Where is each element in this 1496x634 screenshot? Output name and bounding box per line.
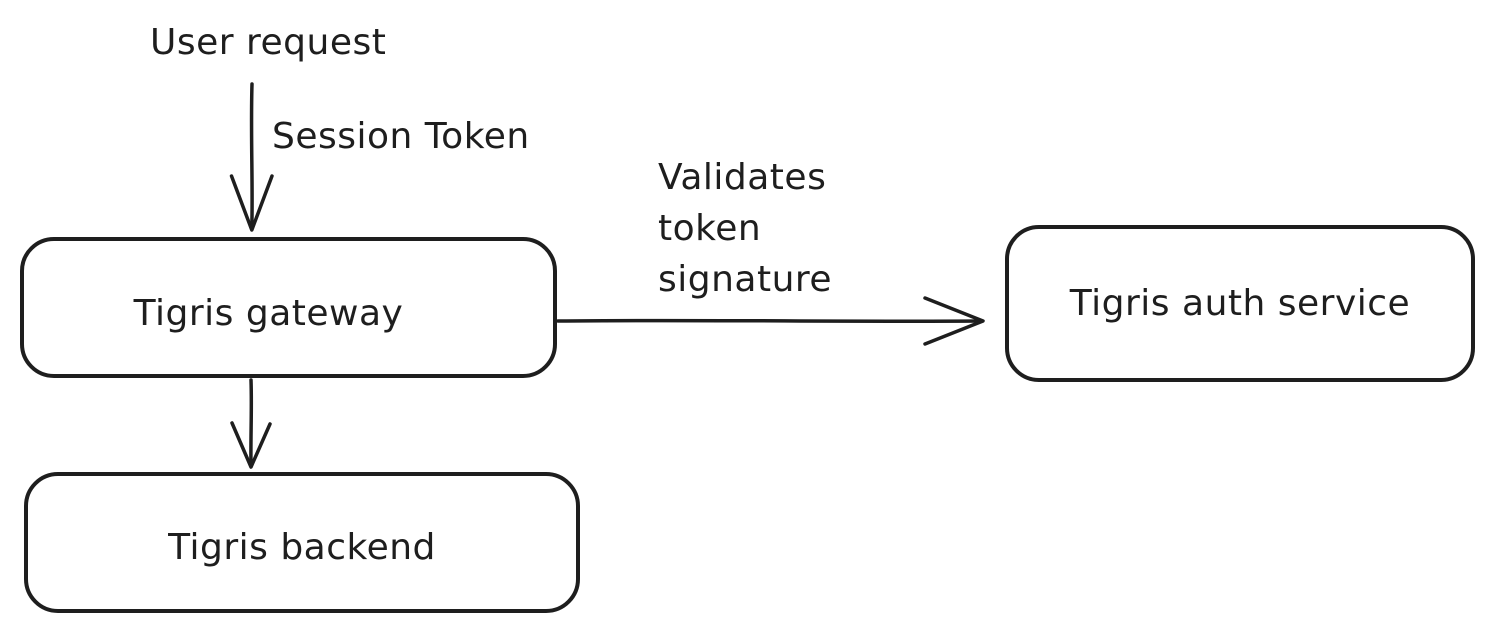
node-tigris-auth-service: Tigris auth service — [1005, 225, 1475, 382]
arrow-gateway-to-backend-icon — [230, 378, 272, 469]
user-request-label: User request — [150, 22, 387, 63]
validates-token-signature-edge-label: Validates token signature — [658, 157, 833, 300]
session-token-edge-label: Session Token — [272, 116, 530, 157]
node-tigris-gateway: Tigris gateway — [20, 237, 557, 378]
node-tigris-gateway-label: Tigris gateway — [133, 293, 404, 334]
node-tigris-backend-label: Tigris backend — [168, 527, 436, 568]
node-tigris-auth-service-label: Tigris auth service — [1069, 283, 1411, 324]
node-tigris-backend: Tigris backend — [24, 472, 580, 613]
arrow-session-token-icon — [229, 82, 274, 232]
